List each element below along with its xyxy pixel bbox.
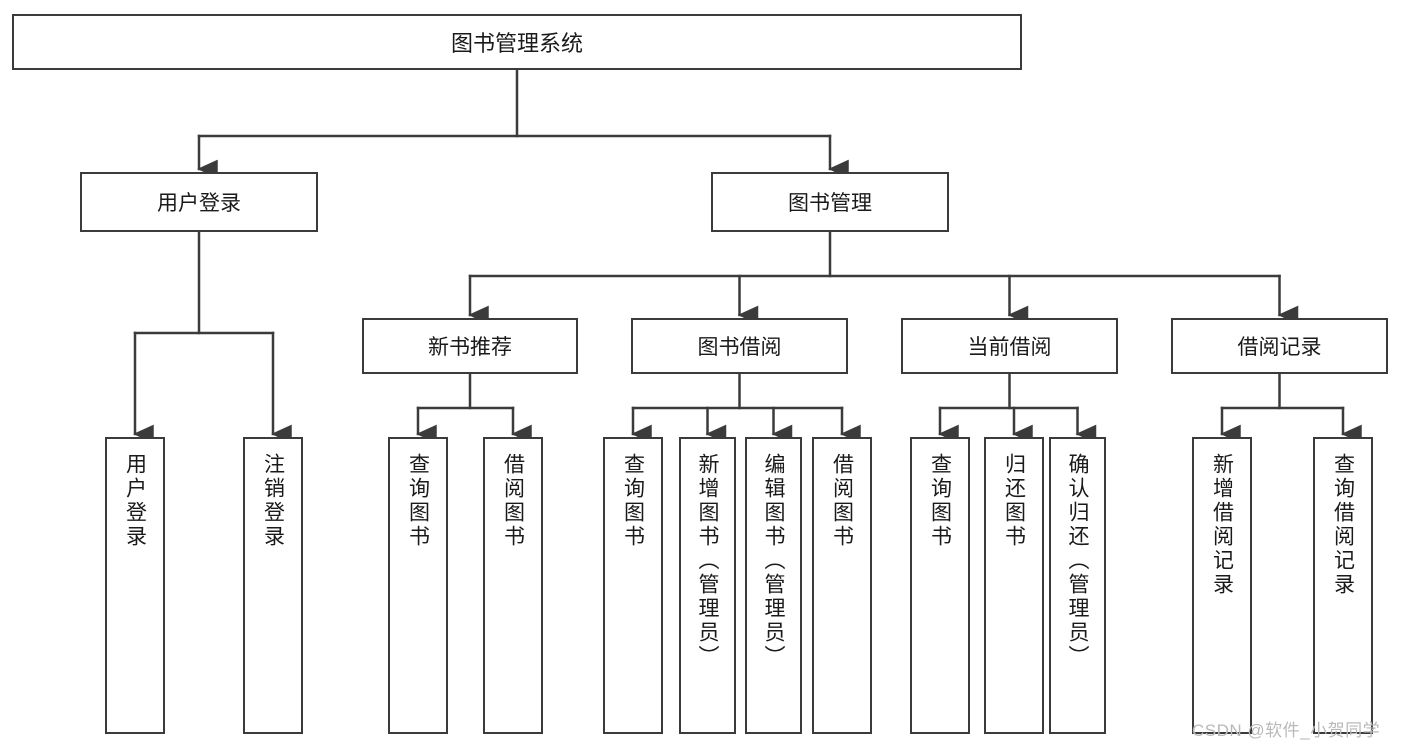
node-leaf-edit-book-label: 编辑图书（管理员） [762,453,785,669]
node-borrow-record[interactable]: 借阅记录 [1171,318,1388,374]
node-leaf-return-book-label: 归还图书 [1002,453,1026,549]
node-leaf-confirm-return[interactable]: 确认归还（管理员） [1049,437,1106,734]
node-book-borrow[interactable]: 图书借阅 [631,318,848,374]
node-leaf-edit-book[interactable]: 编辑图书（管理员） [745,437,802,734]
node-borrow-record-label: 借阅记录 [1237,336,1322,359]
node-user-login-label: 用户登录 [157,192,241,215]
node-new-book-recommend[interactable]: 新书推荐 [362,318,578,374]
node-user-login[interactable]: 用户登录 [80,172,318,232]
node-leaf-query-borrow-record-label: 查询借阅记录 [1331,453,1355,597]
node-leaf-query-book-2-label: 查询图书 [621,453,645,549]
node-leaf-add-borrow-record[interactable]: 新增借阅记录 [1192,437,1252,734]
node-leaf-borrow-book-1[interactable]: 借阅图书 [483,437,543,734]
node-new-book-recommend-label: 新书推荐 [428,336,512,359]
node-leaf-query-book-2[interactable]: 查询图书 [603,437,663,734]
node-current-borrow[interactable]: 当前借阅 [901,318,1118,374]
node-root[interactable]: 图书管理系统 [12,14,1022,70]
node-leaf-borrow-book-2[interactable]: 借阅图书 [812,437,872,734]
node-current-borrow-label: 当前借阅 [967,336,1052,359]
node-leaf-query-book-3[interactable]: 查询图书 [910,437,970,734]
node-leaf-logout-login[interactable]: 注销登录 [243,437,303,734]
node-leaf-query-book-1[interactable]: 查询图书 [388,437,448,734]
node-leaf-add-book[interactable]: 新增图书（管理员） [679,437,736,734]
node-leaf-query-book-1-label: 查询图书 [406,453,430,549]
node-leaf-query-book-3-label: 查询图书 [928,453,952,549]
node-leaf-add-book-label: 新增图书（管理员） [696,453,719,669]
node-leaf-query-borrow-record[interactable]: 查询借阅记录 [1313,437,1373,734]
node-leaf-logout-login-label: 注销登录 [261,453,285,549]
watermark: CSDN @软件_小贺同学 [1192,721,1381,740]
node-leaf-return-book[interactable]: 归还图书 [984,437,1044,734]
node-book-manage[interactable]: 图书管理 [711,172,949,232]
node-leaf-confirm-return-label: 确认归还（管理员） [1066,453,1089,669]
node-leaf-user-login[interactable]: 用户登录 [105,437,165,734]
node-leaf-user-login-label: 用户登录 [123,453,147,549]
node-root-label: 图书管理系统 [450,31,583,56]
node-book-manage-label: 图书管理 [788,192,872,215]
node-leaf-add-borrow-record-label: 新增借阅记录 [1210,453,1234,597]
node-leaf-borrow-book-2-label: 借阅图书 [830,453,854,549]
node-book-borrow-label: 图书借阅 [697,336,782,359]
node-leaf-borrow-book-1-label: 借阅图书 [501,453,525,549]
